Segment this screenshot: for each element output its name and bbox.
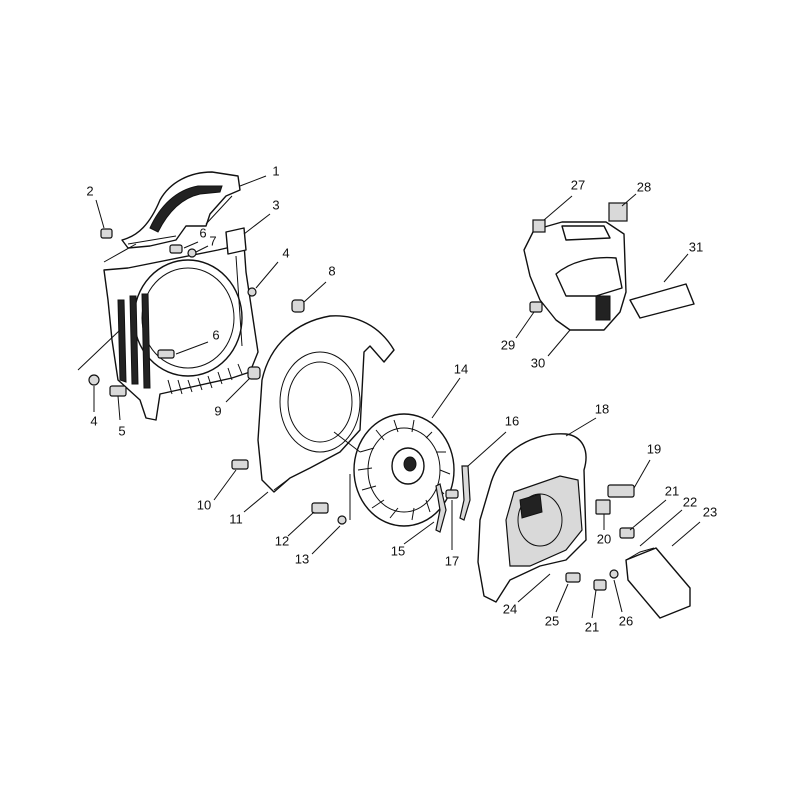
callout-4-right: 4 — [282, 245, 289, 260]
callout-31: 31 — [689, 239, 703, 254]
callout-2: 2 — [86, 183, 93, 198]
callout-27: 27 — [571, 177, 585, 192]
fan-cover-part — [477, 433, 691, 619]
fasteners-left-group — [88, 228, 305, 397]
nut-4-left — [88, 374, 100, 386]
cooling-frame-part — [103, 227, 259, 421]
screw-29 — [529, 301, 543, 313]
callout-29: 29 — [501, 337, 515, 352]
clip-15 — [435, 483, 447, 533]
callout-19: 19 — [647, 441, 661, 456]
callout-11: 11 — [229, 511, 243, 526]
label-31 — [629, 283, 695, 319]
nut-4-right — [247, 287, 257, 297]
clip-16 — [459, 465, 471, 521]
callouts: 1 2 3 4 4 5 6 6 7 8 9 10 11 12 13 14 15 — [86, 163, 717, 634]
bolt-6-top — [169, 244, 183, 254]
callout-17: 17 — [445, 553, 459, 568]
callout-14: 14 — [454, 361, 468, 376]
callout-30: 30 — [531, 355, 545, 370]
callout-20: 20 — [597, 531, 611, 546]
callout-6-top: 6 — [199, 225, 206, 240]
bolt-12 — [311, 502, 329, 514]
bolt-6-mid — [157, 349, 175, 359]
callout-25: 25 — [545, 613, 559, 628]
label-27 — [532, 219, 546, 233]
callout-16: 16 — [505, 413, 519, 428]
callout-21-top: 21 — [665, 483, 679, 498]
label-28 — [608, 202, 628, 222]
screw-10 — [231, 459, 249, 470]
label-20 — [595, 499, 611, 515]
screw-17 — [445, 489, 459, 499]
washer-7 — [187, 248, 197, 258]
fan-part — [353, 413, 455, 527]
screw-21-top — [619, 527, 635, 539]
callout-4-left: 4 — [90, 413, 97, 428]
callout-23: 23 — [703, 504, 717, 519]
washer-13 — [337, 515, 347, 525]
nut-9 — [247, 366, 261, 380]
callout-8: 8 — [328, 263, 335, 278]
callout-15: 15 — [391, 543, 405, 558]
callout-6-mid: 6 — [212, 327, 219, 342]
callout-22: 22 — [683, 494, 697, 509]
callout-26: 26 — [619, 613, 633, 628]
handle-part — [121, 171, 241, 249]
washer-26 — [609, 569, 619, 579]
callout-21-bottom: 21 — [585, 619, 599, 634]
callout-28: 28 — [637, 179, 651, 194]
engine-cover-part — [523, 202, 695, 331]
fan-case-part — [231, 315, 395, 525]
callout-5: 5 — [118, 423, 125, 438]
callout-12: 12 — [275, 533, 289, 548]
screw-25 — [565, 572, 581, 583]
callout-10: 10 — [197, 497, 211, 512]
callout-1: 1 — [272, 163, 279, 178]
callout-3: 3 — [272, 197, 279, 212]
callout-7: 7 — [209, 233, 216, 248]
screw-21-bottom — [593, 579, 607, 591]
nut-8 — [291, 299, 305, 313]
bolt-5 — [109, 385, 127, 397]
callout-18: 18 — [595, 401, 609, 416]
callout-13: 13 — [295, 551, 309, 566]
callout-24: 24 — [503, 601, 517, 616]
callout-9: 9 — [214, 403, 221, 418]
bolt-19 — [607, 484, 635, 498]
assembly-guide-lines — [77, 243, 361, 520]
nut-2 — [100, 228, 113, 239]
guard-23 — [625, 547, 691, 619]
